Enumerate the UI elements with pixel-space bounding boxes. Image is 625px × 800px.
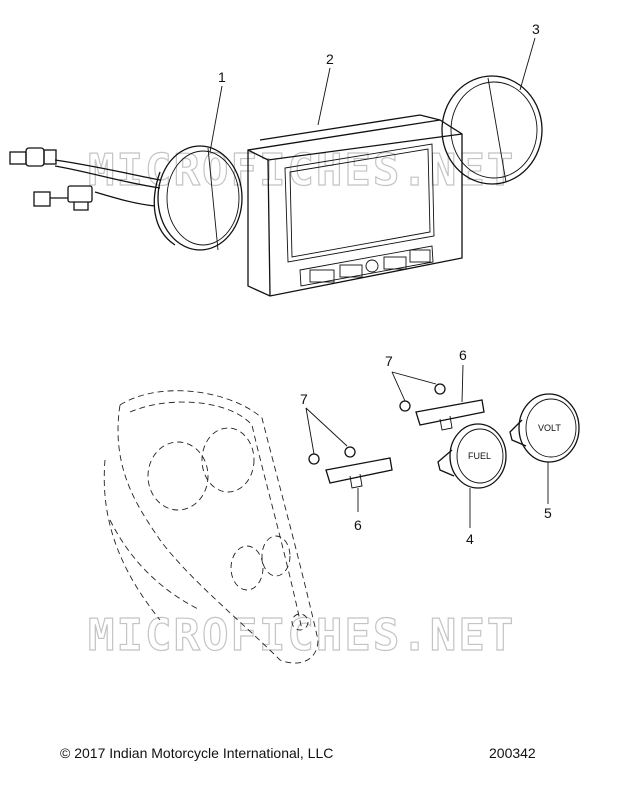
callout-7-upper: 7 — [385, 353, 393, 369]
fuel-gauge-label: FUEL — [468, 451, 491, 461]
display-unit — [247, 114, 463, 297]
speaker-wiring-harness — [9, 147, 161, 211]
copyright-text: © 2017 Indian Motorcycle International, … — [60, 745, 334, 761]
callout-1: 1 — [218, 69, 226, 85]
right-speaker — [441, 75, 543, 185]
fairing-housing — [103, 390, 319, 664]
callout-6-upper: 6 — [459, 347, 467, 363]
fuel-gauge: FUEL — [437, 423, 507, 489]
callout-6-lower: 6 — [354, 517, 362, 533]
volt-gauge-label: VOLT — [538, 423, 561, 433]
callout-4: 4 — [466, 531, 474, 547]
left-speaker — [153, 145, 243, 251]
callout-2: 2 — [326, 51, 334, 67]
volt-gauge: VOLT — [509, 393, 580, 463]
left-bracket-assembly — [308, 446, 393, 489]
leader-lines — [209, 37, 549, 528]
callout-3: 3 — [532, 21, 540, 37]
callout-7-lower: 7 — [300, 391, 308, 407]
callout-5: 5 — [544, 505, 552, 521]
watermark-bottom: MICROFICHES.NET — [88, 610, 515, 661]
right-bracket-assembly — [399, 383, 485, 431]
diagram-number: 200342 — [489, 745, 536, 761]
